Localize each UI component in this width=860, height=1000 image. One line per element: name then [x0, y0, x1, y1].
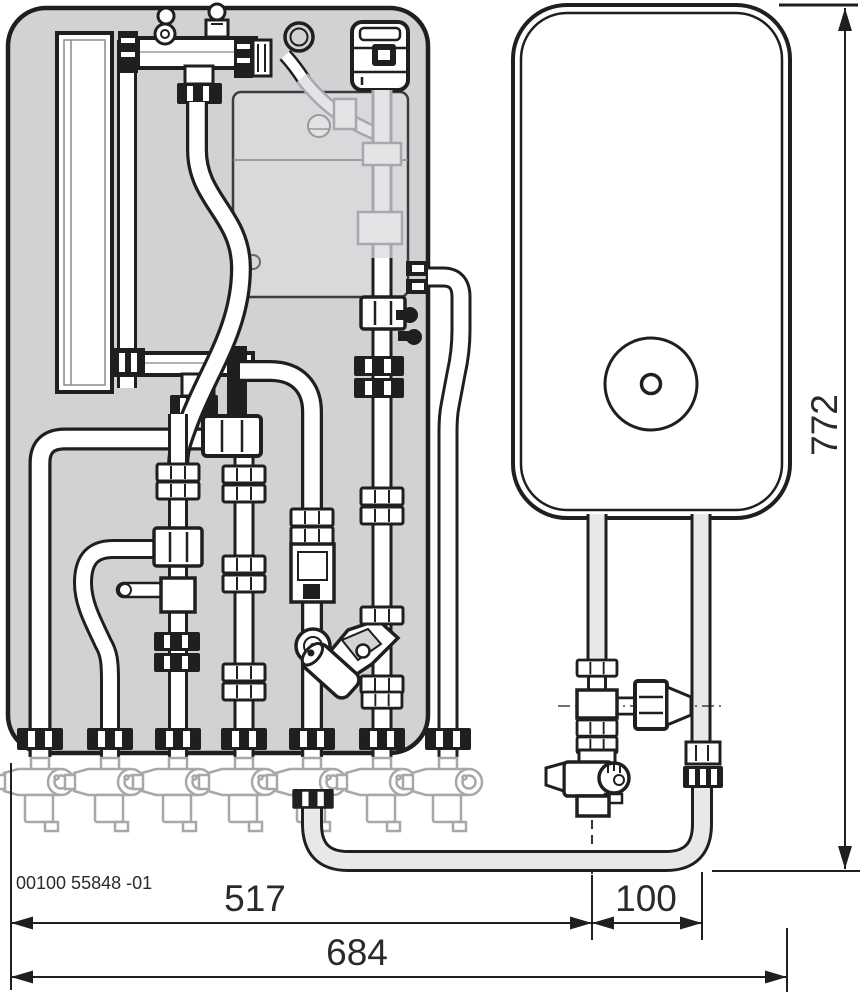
s-branch-pipe-fill	[75, 542, 160, 757]
three-way-mixing-valve	[300, 618, 401, 700]
isolation-valves-row-faded	[0, 756, 484, 833]
faded-union-1	[361, 141, 403, 167]
return-column-fittings	[354, 295, 422, 710]
pump-union-hex	[201, 414, 263, 458]
tank-tee	[575, 688, 619, 720]
relief-drain-outlet	[575, 794, 611, 818]
hydraulic-module	[5, 2, 472, 757]
pump-actuator-head	[350, 20, 410, 92]
isolation-valve-faded-4	[197, 756, 280, 833]
mounting-hole	[283, 21, 315, 53]
connection-pipe-fill	[304, 788, 710, 869]
isolation-valve-faded-6	[335, 756, 418, 833]
pump-column-fittings	[221, 464, 267, 702]
reducer-hex	[359, 295, 407, 331]
dimension-annotations	[10, 3, 860, 992]
supply-elbow-pipe-fill	[31, 430, 208, 757]
safety-relief-valve	[544, 748, 631, 818]
dim-label-517: 517	[224, 878, 286, 919]
tank-flange	[603, 336, 699, 432]
stub-union-3	[155, 728, 201, 750]
tank-piping	[544, 514, 724, 897]
stub-union-7	[425, 728, 471, 750]
flow-sensor-assembly	[289, 507, 336, 665]
isolation-valve-faded-2	[63, 756, 146, 833]
vent-valve	[396, 307, 422, 345]
valve-actuator-cylinder	[300, 642, 361, 700]
external-bypass	[406, 261, 472, 757]
ball-valve-with-lever	[115, 576, 197, 614]
dim-label-772: 772	[804, 394, 845, 456]
dim-label-684: 684	[326, 932, 388, 973]
plate-heat-exchanger	[55, 31, 114, 394]
connection-pipe	[292, 788, 713, 872]
drawing-code: 00100 55848 -01	[16, 873, 152, 893]
stub-union-1	[17, 728, 63, 750]
top-manifold	[118, 2, 273, 104]
air-vent-port-2	[204, 2, 230, 39]
mixing-column-pipe-fill	[240, 363, 320, 757]
stub-union-5	[289, 728, 335, 750]
dimension-arrowheads	[11, 8, 852, 984]
column3-fittings	[115, 462, 204, 672]
tank-right-pipe-fittings	[683, 740, 723, 788]
dim-label-100: 100	[615, 878, 677, 919]
connection-union-nut	[292, 789, 334, 809]
faded-union-2	[356, 210, 404, 246]
tank-flange-center	[639, 372, 663, 396]
branch-tee-hex	[152, 526, 204, 568]
isolation-valve-faded-7	[401, 756, 484, 833]
pump-sight-glass-faded	[307, 114, 331, 138]
branch-union-nut	[633, 679, 693, 731]
external-bypass-pipe-fill	[428, 269, 469, 757]
storage-tank	[511, 3, 792, 520]
isolation-valve-faded-3	[131, 756, 214, 833]
stub-union-2	[87, 728, 133, 750]
faded-union-on-curve	[332, 97, 358, 131]
air-vent-port-1	[153, 6, 177, 46]
stub-union-6	[359, 728, 405, 750]
stub-union-4	[221, 728, 267, 750]
